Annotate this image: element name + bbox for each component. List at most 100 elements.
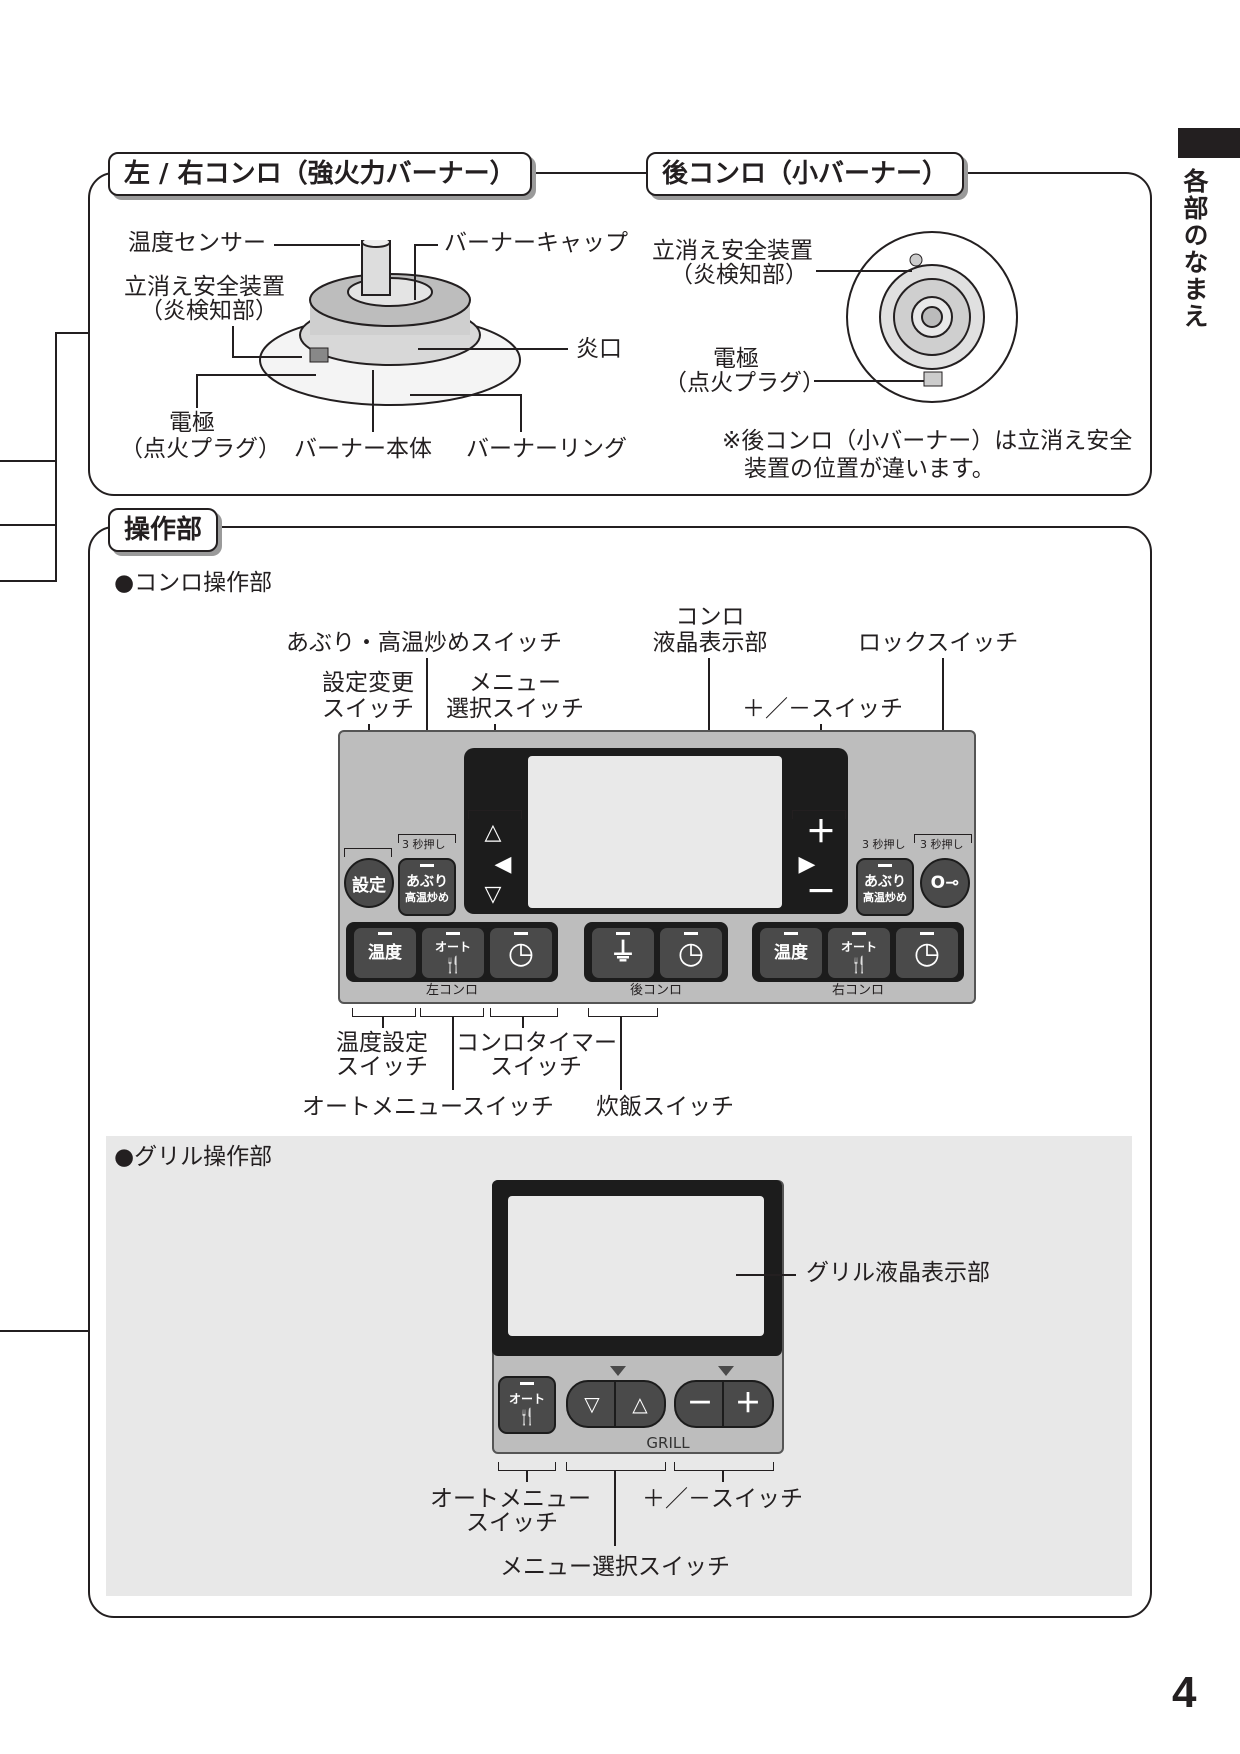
aburi-button-right[interactable]: あぶり 高温炒め — [856, 858, 914, 916]
rear-burner-note-line2: 装置の位置が違います。 — [744, 456, 995, 482]
right-konro-label: 右コンロ — [831, 983, 884, 998]
rice-button[interactable]: ⏚ — [590, 926, 656, 980]
menu-down-button[interactable]: ▽ — [484, 881, 502, 907]
connector-line — [0, 1330, 90, 1332]
leader-line — [722, 1470, 724, 1482]
label-lock-switch: ロックスイッチ — [858, 630, 1019, 656]
left-temp-button[interactable]: 温度 — [352, 926, 418, 980]
ondo-label: 温度 — [368, 942, 402, 963]
label-aburi-switch: あぶり・高温炒めスイッチ — [286, 630, 562, 656]
grill-menu-down-button[interactable]: ▽ — [566, 1380, 618, 1428]
aburi-label-2: 高温炒め — [863, 891, 907, 904]
right-timer-button[interactable]: ◷ — [894, 926, 960, 980]
left-auto-button[interactable]: オート🍴 — [420, 926, 486, 980]
label-rear-electrode-sub: （点火プラグ） — [664, 370, 825, 396]
section-side-label: 各部のなまえ — [1180, 168, 1209, 330]
ondo-label: 温度 — [774, 942, 808, 963]
menu-up-button[interactable]: △ — [484, 819, 502, 845]
grill-menu-up-button[interactable]: △ — [614, 1380, 666, 1428]
grill-menu-indicator-icon — [610, 1366, 626, 1376]
left-konro-label: 左コンロ — [425, 983, 478, 998]
label-plus-minus-switch: ＋／－スイッチ — [742, 696, 903, 722]
leader-line — [196, 374, 198, 408]
grill-plus-button[interactable]: ＋ — [722, 1380, 774, 1428]
connector-line — [0, 580, 56, 582]
leader-line — [816, 270, 912, 272]
menu-select-bracket — [468, 810, 522, 819]
timer-icon: ◷ — [507, 935, 535, 971]
connector-line — [55, 332, 90, 334]
konro-lcd — [528, 756, 782, 908]
label-burner-ring: バーナーリング — [466, 436, 627, 462]
aburi-bracket-left — [398, 834, 456, 843]
aburi-label-1: あぶり — [864, 874, 906, 890]
left-right-burner-title: 左 / 右コンロ（強火力バーナー） — [108, 152, 532, 196]
connector-line — [55, 332, 57, 582]
minus-button[interactable]: － — [806, 874, 836, 910]
plus-minus-bracket — [792, 810, 846, 819]
fork-knife-icon: 🍴 — [849, 955, 869, 974]
leader-line — [452, 1016, 454, 1090]
rear-timer-button[interactable]: ◷ — [658, 926, 724, 980]
label-rear-electrode: 電極 — [713, 346, 759, 372]
right-temp-button[interactable]: 温度 — [758, 926, 824, 980]
label-menu-select-2: 選択スイッチ — [446, 696, 584, 722]
label-grill-plus-minus: ＋／－スイッチ — [642, 1486, 803, 1512]
grill-plus-minus-bracket — [674, 1462, 774, 1471]
rear-burner-note-line1: ※後コンロ（小バーナー）は立消え安全 — [722, 428, 1133, 454]
leader-line — [520, 394, 522, 432]
lock-button[interactable]: O⊸ — [920, 858, 970, 908]
label-menu-select-1: メニュー — [469, 670, 561, 696]
fork-knife-icon: 🍴 — [443, 955, 463, 974]
timer-bracket — [490, 1008, 558, 1017]
aburi-button-left[interactable]: あぶり 高温炒め — [398, 858, 456, 916]
label-grill-auto-menu-2: スイッチ — [466, 1510, 558, 1536]
aburi-label-1: あぶり — [406, 874, 448, 890]
menu-left-button[interactable]: ◀ — [494, 851, 512, 877]
control-section-title: 操作部 — [108, 508, 219, 552]
label-electrode: 電極 — [169, 410, 215, 436]
rice-bowl-icon: ⏚ — [609, 937, 636, 968]
grill-minus-button[interactable]: － — [674, 1380, 726, 1428]
grill-auto-button[interactable]: オート🍴 — [498, 1376, 556, 1434]
konro-heading: ●コンロ操作部 — [114, 570, 273, 596]
auto-label: オート — [508, 1392, 545, 1406]
plus-button[interactable]: ＋ — [806, 814, 836, 850]
grill-plus-minus-indicator-icon — [718, 1366, 734, 1376]
leader-line — [614, 1470, 616, 1546]
aburi-label-2: 高温炒め — [405, 891, 449, 904]
control-section-box — [88, 526, 1152, 1618]
leader-line — [522, 1016, 524, 1028]
label-flame-port: 炎口 — [576, 336, 622, 362]
rice-bracket — [588, 1008, 658, 1017]
leader-line — [414, 244, 438, 246]
leader-line — [414, 244, 416, 300]
leader-line — [708, 658, 710, 778]
burner-illustration — [259, 240, 521, 406]
label-burner-body: バーナー本体 — [294, 436, 432, 462]
settei-button[interactable]: 設定 — [344, 858, 394, 908]
leader-line — [196, 374, 316, 376]
right-auto-button[interactable]: オート🍴 — [826, 926, 892, 980]
left-timer-button[interactable]: ◷ — [488, 926, 554, 980]
label-temp-setting-2: スイッチ — [336, 1054, 428, 1080]
label-auto-menu-switch: オートメニュースイッチ — [302, 1094, 554, 1120]
label-grill-auto-menu-1: オートメニュー — [430, 1486, 591, 1512]
leader-line — [232, 356, 302, 358]
leader-line — [736, 1274, 796, 1276]
label-temp-setting-1: 温度設定 — [336, 1030, 428, 1056]
rear-burner-illustration — [846, 231, 1018, 403]
rear-konro-label: 後コンロ — [629, 983, 682, 998]
label-rice-switch: 炊飯スイッチ — [596, 1094, 734, 1120]
leader-line — [410, 394, 520, 396]
label-setting-change-1: 設定変更 — [322, 670, 414, 696]
rear-burner-title: 後コンロ（小バーナー） — [646, 152, 965, 196]
leader-line — [274, 244, 360, 246]
leader-line — [418, 348, 568, 350]
leader-line — [232, 326, 234, 358]
auto-label: オート — [434, 940, 471, 954]
label-konro-lcd-1: コンロ — [675, 604, 745, 630]
label-setting-change-2: スイッチ — [322, 696, 414, 722]
press3-label-right-b: 3 秒押し — [920, 838, 964, 851]
leader-line — [814, 380, 924, 382]
